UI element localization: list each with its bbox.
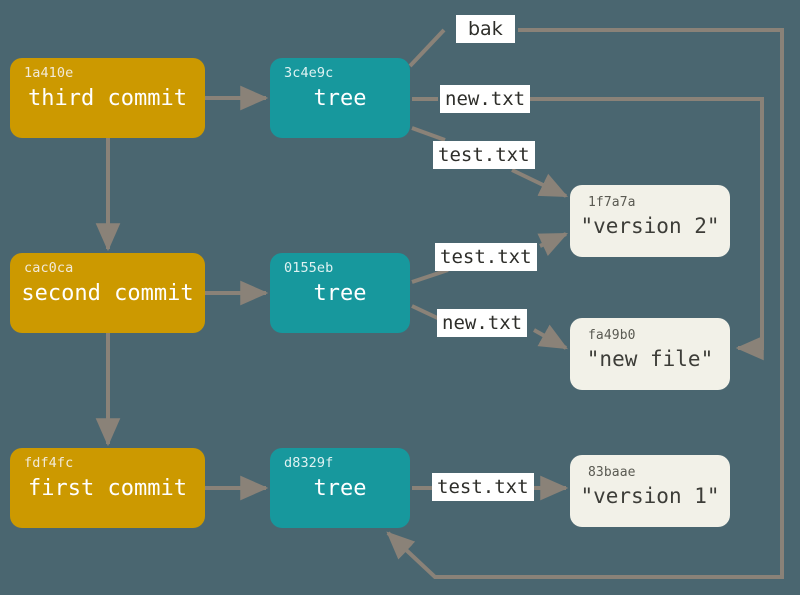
tree-hash: 0155eb [284, 260, 334, 276]
edge-label-bak: bak [456, 15, 515, 43]
blob-node-fa49b0[interactable]: fa49b0 "new file" [570, 318, 730, 390]
edge-0155eb-testtxt-to-1f7a7a [537, 232, 569, 256]
edge-label-new-txt-middle: new.txt [437, 309, 528, 337]
tree-node-0155eb[interactable]: 0155eb tree [270, 253, 410, 333]
blob-node-83baae[interactable]: 83baae "version 1" [570, 455, 730, 527]
commit-node-first[interactable]: fdf4fc first commit [10, 448, 205, 528]
commit-label: second commit [21, 281, 194, 306]
commit-label: first commit [28, 476, 187, 501]
blob-label: "version 1" [580, 484, 720, 508]
commit-hash: cac0ca [24, 260, 74, 276]
commit-hash: fdf4fc [24, 455, 74, 471]
tree-node-3c4e9c[interactable]: 3c4e9c tree [270, 58, 410, 138]
edge-0155eb-newtxt-to-fa49b0 [533, 324, 568, 350]
edge-3c4e9c-testtxt-to-1f7a7a [511, 168, 569, 198]
edge-label-test-txt-middle: test.txt [435, 243, 537, 271]
edge-0155eb-testtxt-in [411, 268, 449, 284]
commit-node-third[interactable]: 1a410e third commit [10, 58, 205, 138]
edge-3c4e9c-testtxt-in [411, 126, 446, 142]
blob-node-1f7a7a[interactable]: 1f7a7a "version 2" [570, 185, 730, 257]
blob-hash: fa49b0 [588, 328, 636, 343]
tree-hash: d8329f [284, 455, 334, 471]
commit-node-second[interactable]: cac0ca second commit [10, 253, 205, 333]
blob-hash: 83baae [588, 465, 636, 480]
blob-label: "version 2" [580, 214, 720, 238]
edge-3c4e9c-bak-segment-in [408, 28, 446, 68]
tree-label: tree [313, 476, 367, 501]
tree-label: tree [313, 86, 367, 111]
commit-label: third commit [28, 86, 187, 111]
commit-hash: 1a410e [24, 65, 74, 81]
tree-label: tree [313, 281, 367, 306]
blob-label: "new file" [586, 347, 714, 371]
blob-hash: 1f7a7a [588, 195, 636, 210]
tree-node-d8329f[interactable]: d8329f tree [270, 448, 410, 528]
tree-hash: 3c4e9c [284, 65, 334, 81]
edge-label-test-txt-top: test.txt [433, 141, 535, 169]
edge-label-test-txt-bottom: test.txt [432, 473, 534, 501]
edge-label-new-txt-top: new.txt [440, 85, 531, 113]
